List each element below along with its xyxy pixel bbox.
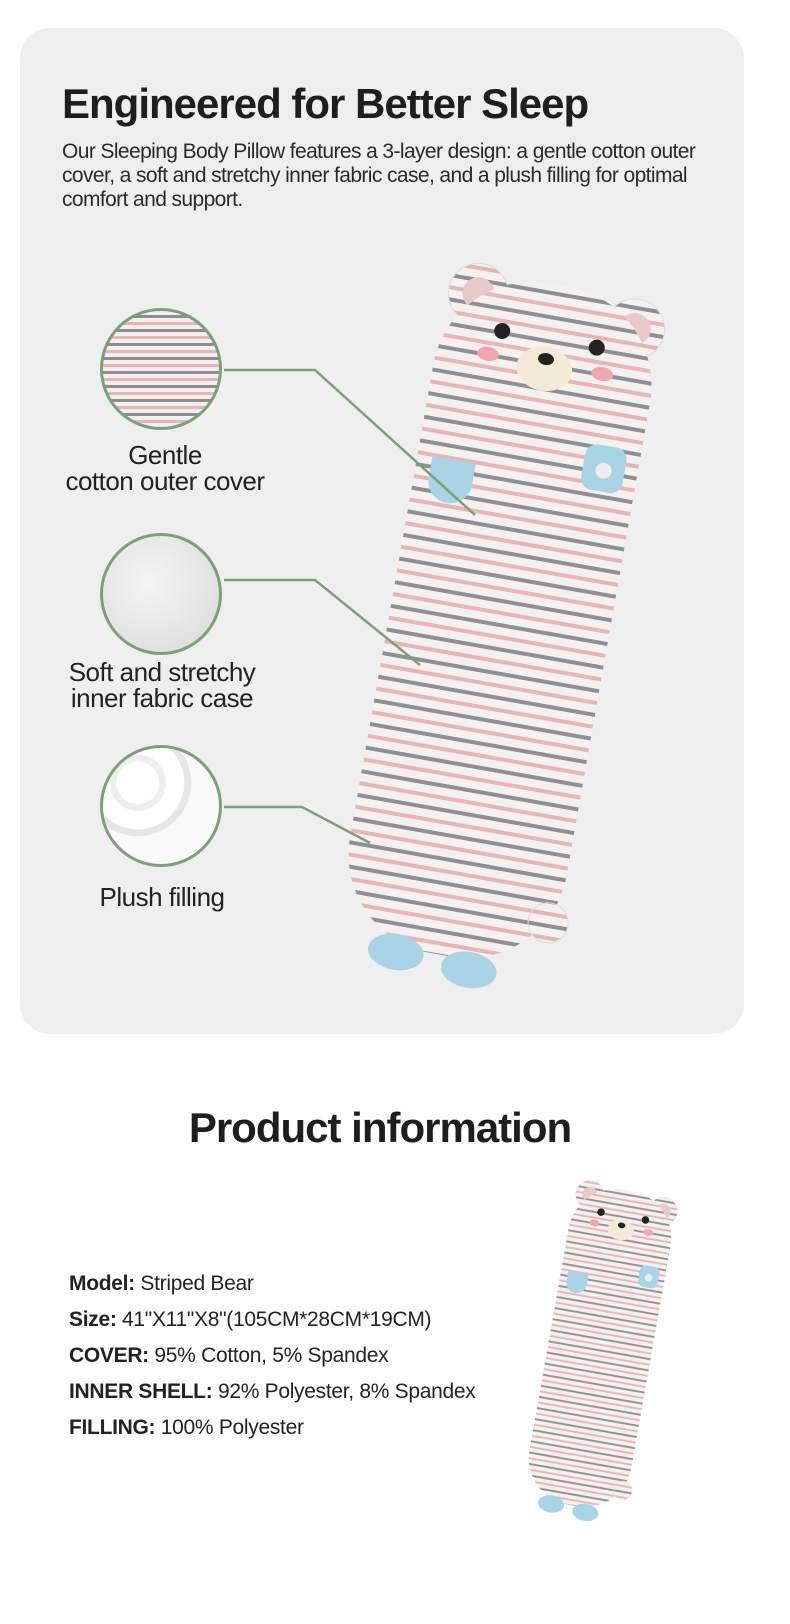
layer-label-line: Soft and stretchy: [68, 657, 256, 687]
layer-label-filling: Plush filling: [32, 884, 292, 910]
spec-value: Striped Bear: [134, 1272, 254, 1295]
connector-line-case: [224, 578, 421, 666]
spec-value: 92% Polyester, 8% Spandex: [212, 1380, 476, 1403]
layer-label-line: Gentle: [128, 440, 202, 470]
spec-label: Model:: [69, 1272, 135, 1295]
feature-subtitle: Our Sleeping Body Pillow features a 3-la…: [62, 140, 696, 211]
spec-row-model: Model: Striped Bear: [69, 1266, 475, 1302]
layer-label-line: cotton outer cover: [65, 466, 265, 496]
product-specs: Model: Striped Bear Size: 41"X11"X8"(105…: [69, 1266, 476, 1446]
spec-row-cover: COVER: 95% Cotton, 5% Spandex: [69, 1338, 475, 1374]
spec-row-inner-shell: INNER SHELL: 92% Polyester, 8% Spandex: [69, 1374, 476, 1410]
layer-label-case: Soft and stretchy inner fabric case: [32, 659, 292, 711]
connector-line-cover: [224, 368, 476, 516]
spec-value: 41"X11"X8"(105CM*28CM*19CM): [116, 1308, 432, 1331]
inner-fabric-swatch: [100, 533, 222, 655]
spec-row-size: Size: 41"X11"X8"(105CM*28CM*19CM): [69, 1302, 475, 1338]
bear-pillow-large: [327, 257, 680, 1004]
layer-label-line: Plush filling: [99, 882, 225, 912]
cotton-cover-swatch: [100, 308, 222, 430]
spec-label: COVER:: [69, 1344, 149, 1367]
plush-filling-swatch: [100, 745, 222, 867]
bear-pillow-small: [518, 1177, 685, 1529]
feature-title: Engineered for Better Sleep: [62, 80, 589, 127]
spec-value: 95% Cotton, 5% Spandex: [148, 1344, 389, 1367]
spec-value: 100% Polyester: [155, 1416, 304, 1439]
connector-line-filling: [224, 805, 371, 845]
spec-label: FILLING:: [69, 1416, 156, 1439]
spec-row-filling: FILLING: 100% Polyester: [69, 1410, 475, 1446]
spec-label: INNER SHELL:: [69, 1380, 213, 1403]
connector-lines: [224, 368, 476, 845]
spec-label: Size:: [69, 1308, 117, 1331]
layer-label-cover: Gentle cotton outer cover: [35, 442, 295, 494]
layer-label-line: inner fabric case: [70, 683, 254, 713]
product-info-title: Product information: [188, 1104, 572, 1151]
